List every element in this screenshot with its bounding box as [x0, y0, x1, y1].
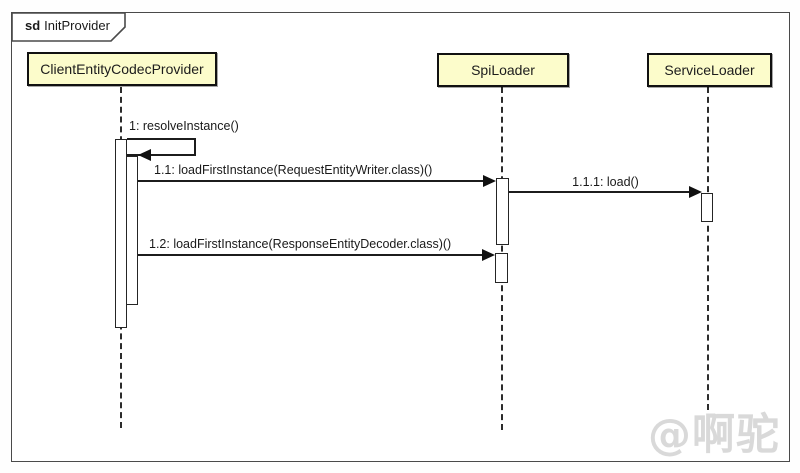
participant-client-entity-codec-provider: ClientEntityCodecProvider: [27, 52, 217, 86]
activation-spiloader-second: [495, 253, 508, 283]
activation-serviceloader: [701, 193, 713, 222]
lifeline-service-loader: [707, 87, 709, 410]
participant-name: SpiLoader: [471, 62, 535, 78]
frame-keyword: sd: [25, 18, 41, 33]
arrowhead-left-icon: [138, 149, 151, 161]
message-line: [138, 180, 484, 182]
activation-client-nested: [126, 156, 138, 305]
diagram-frame: [11, 12, 790, 462]
arrowhead-right-icon: [482, 249, 495, 261]
message-line: [509, 191, 690, 193]
arrowhead-right-icon: [689, 186, 702, 198]
frame-tab-pentagon: [11, 12, 126, 42]
participant-name: ServiceLoader: [664, 62, 755, 78]
message-label-load-first-instance-request: 1.1: loadFirstInstance(RequestEntityWrit…: [154, 163, 433, 177]
message-label-load-first-instance-response: 1.2: loadFirstInstance(ResponseEntityDec…: [149, 237, 452, 251]
participant-service-loader: ServiceLoader: [647, 53, 772, 87]
participant-spi-loader: SpiLoader: [437, 53, 569, 87]
arrowhead-right-icon: [483, 175, 496, 187]
participant-name: ClientEntityCodecProvider: [40, 61, 204, 77]
self-message-loop: [127, 138, 196, 156]
activation-spiloader-first: [496, 178, 509, 245]
message-label-resolve-instance: 1: resolveInstance(): [129, 119, 239, 133]
frame-title-text: InitProvider: [44, 18, 110, 33]
message-line: [138, 254, 483, 256]
message-label-load: 1.1.1: load(): [572, 175, 639, 189]
watermark-text: @啊驼: [648, 410, 780, 460]
